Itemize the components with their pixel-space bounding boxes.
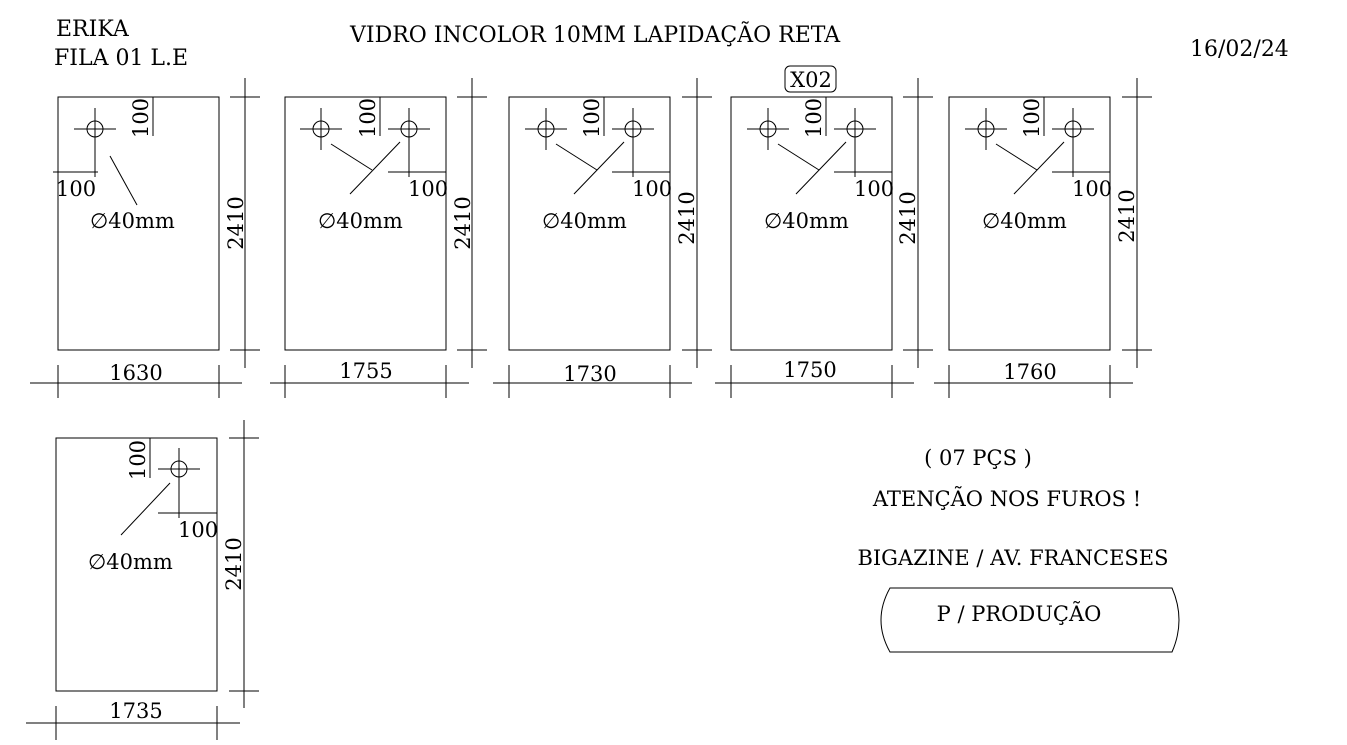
panel-1-hole-diameter: ∅40mm: [90, 209, 175, 233]
glass-panel-3: [493, 78, 712, 398]
piece-count: ( 07 PÇS ): [924, 446, 1032, 470]
panel-5-hole-diameter: ∅40mm: [982, 209, 1067, 233]
glass-panel-5: [934, 78, 1152, 398]
panel-5-offset-side: 100: [1072, 177, 1112, 201]
panel-6-offset-top: 100: [126, 440, 150, 480]
panel-6-hole-diameter: ∅40mm: [88, 550, 173, 574]
warning-note: ATENÇÃO NOS FUROS !: [872, 487, 1141, 511]
panel-2-width: 1755: [339, 359, 392, 383]
panel-2-hole-diameter: ∅40mm: [318, 209, 403, 233]
panel-4-height: 2410: [896, 191, 920, 244]
panel-1-height: 2410: [224, 196, 248, 249]
destination-label: P / PRODUÇÃO: [937, 602, 1102, 626]
glass-panel-2: [270, 78, 487, 398]
panel-6-width: 1735: [109, 699, 162, 723]
panel-5-height: 2410: [1115, 189, 1139, 242]
panel-5-width: 1760: [1003, 360, 1056, 384]
panel-1-width: 1630: [109, 361, 162, 385]
panel-3-width: 1730: [563, 362, 616, 386]
panel-2-height: 2410: [451, 196, 475, 249]
glass-panel-4: [715, 65, 933, 398]
destination-capsule: [880, 587, 1180, 653]
drawing-title: VIDRO INCOLOR 10MM LAPIDAÇÃO RETA: [349, 20, 841, 48]
panel-3-hole-diameter: ∅40mm: [542, 209, 627, 233]
panel-3-height: 2410: [675, 191, 699, 244]
panel-6-offset-side: 100: [178, 518, 218, 542]
panel-1-offset-side: 100: [56, 177, 96, 201]
panel-1-offset-top: 100: [129, 98, 153, 138]
drawing-date: 16/02/24: [1190, 37, 1289, 62]
panel-3-offset-top: 100: [580, 98, 604, 138]
panel-4-width: 1750: [783, 358, 836, 382]
quantity-badge-box: [784, 65, 837, 93]
panel-2-offset-top: 100: [356, 98, 380, 138]
client-name: ERIKA: [56, 17, 130, 42]
panel-4-offset-side: 100: [854, 177, 894, 201]
panel-6-height: 2410: [222, 537, 246, 590]
panel-2-offset-side: 100: [408, 177, 448, 201]
panel-4-offset-top: 100: [802, 98, 826, 138]
glass-panel-6: [26, 420, 259, 740]
glass-panel-1: [30, 78, 260, 398]
panel-3-offset-side: 100: [632, 177, 672, 201]
row-reference: FILA 01 L.E: [54, 46, 188, 71]
location-note: BIGAZINE / AV. FRANCESES: [857, 546, 1168, 570]
panel-4-quantity-badge: X02: [790, 68, 832, 92]
panel-5-offset-top: 100: [1020, 98, 1044, 138]
panel-4-hole-diameter: ∅40mm: [764, 209, 849, 233]
